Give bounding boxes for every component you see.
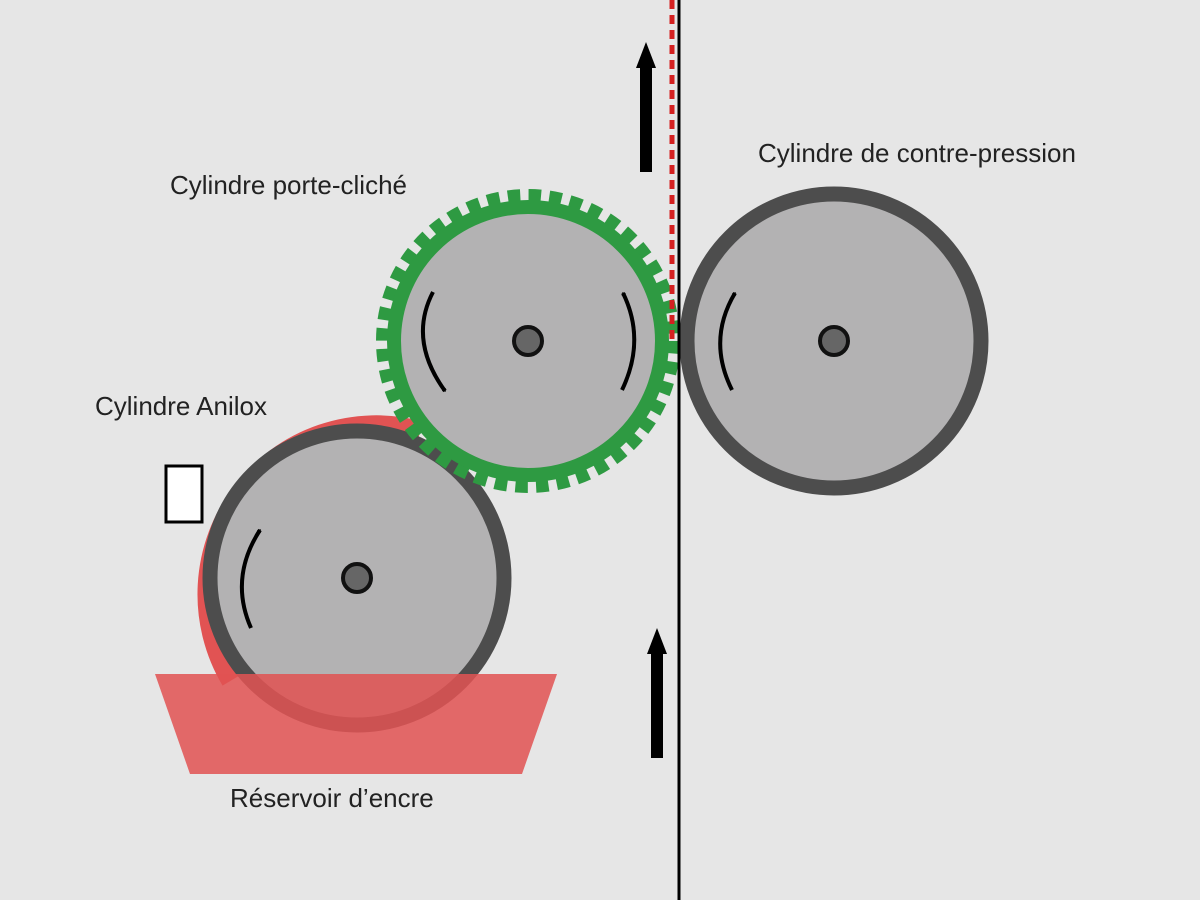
curved-arrow-icon [718,291,737,391]
plate-cylinder [376,189,680,493]
anilox-cylinder-label: Cylindre Anilox [95,391,267,421]
curved-arrow-icon [239,528,262,629]
curved-arrow-icon [620,291,637,391]
curved-arrow-icon [421,291,447,393]
doctor-blade-icon [164,464,204,524]
anilox-axle [341,562,373,594]
up-arrow-icon [636,42,656,172]
impression-cylinder [679,186,989,496]
up-arrow-icon [647,628,667,758]
plate-axle [512,325,544,357]
impression-cylinder-label: Cylindre de contre-pression [758,138,1076,168]
plate-cylinder-label: Cylindre porte-cliché [170,170,407,200]
impression-axle [818,325,850,357]
ink-reservoir [155,674,557,774]
ink-reservoir-label: Réservoir d’encre [230,783,434,813]
